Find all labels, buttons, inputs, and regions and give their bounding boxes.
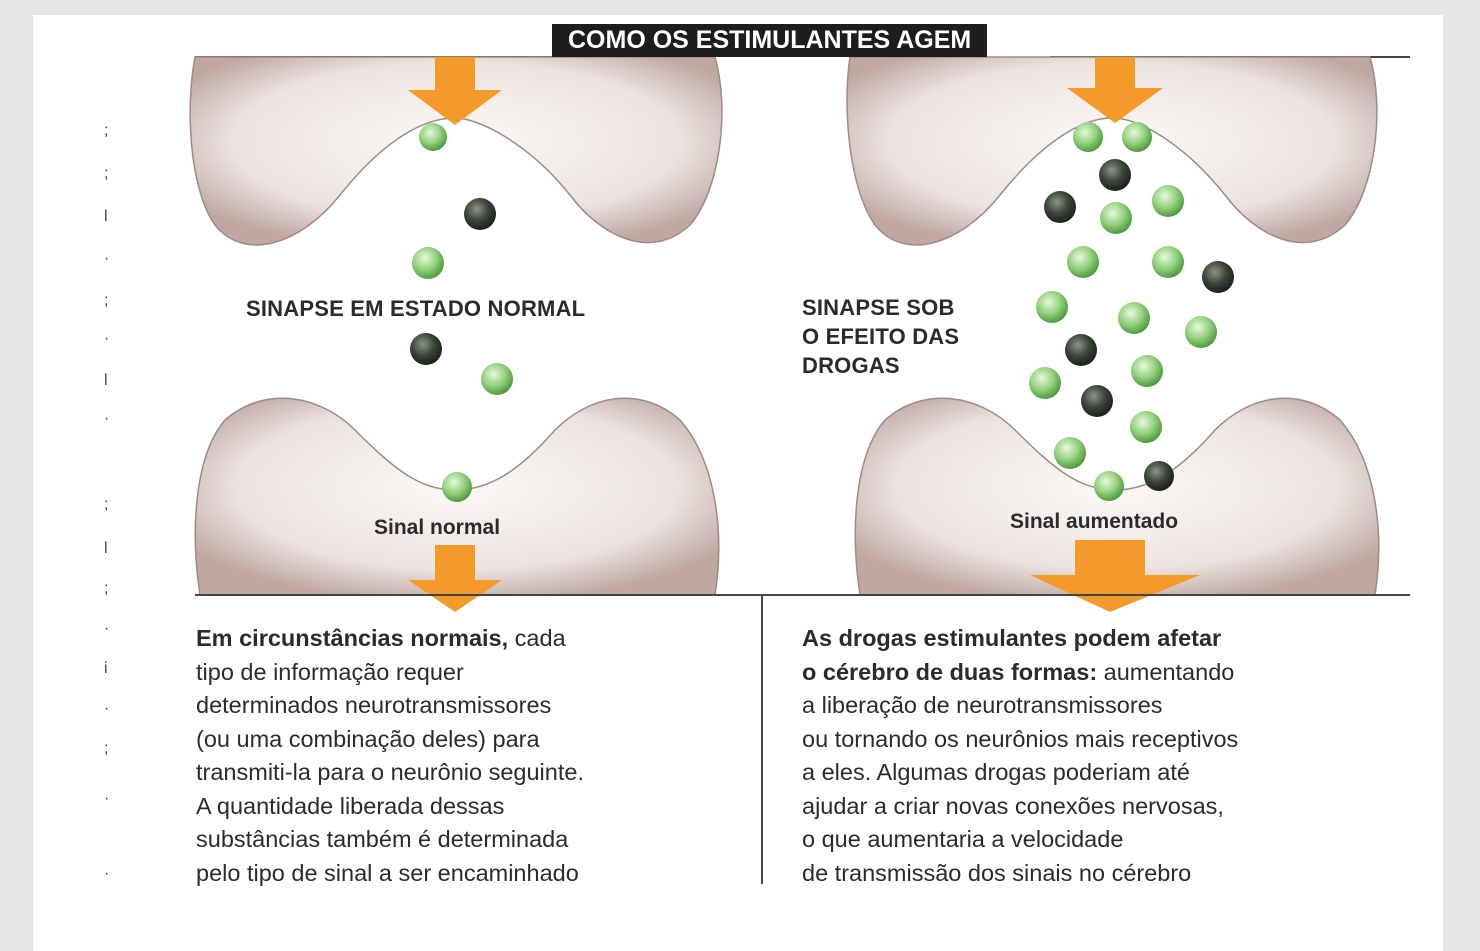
molecule-dark <box>464 198 496 230</box>
right-heading-line: DROGAS <box>802 353 900 378</box>
molecule-dark <box>1081 385 1113 417</box>
molecule-light <box>1118 302 1150 334</box>
molecule-light <box>1131 355 1163 387</box>
left-body-line-text: cada <box>508 625 566 651</box>
molecule-dark <box>1144 461 1174 491</box>
molecule-dark <box>1099 159 1131 191</box>
left-body-line: transmiti-la para o neurônio seguinte. <box>196 759 584 785</box>
infographic-page <box>33 15 1443 951</box>
right-body-line: ajudar a criar novas conexões nervosas, <box>802 792 1224 819</box>
right-heading-line: O EFEITO DAS <box>802 324 960 349</box>
left-input-arrow <box>408 57 502 125</box>
left-body-text: Em circunstâncias normais, cada tipo de … <box>196 622 584 890</box>
molecule-light <box>1054 437 1086 469</box>
left-body-line: determinados neurotransmissores <box>196 692 552 718</box>
right-body-line: o que aumentaria a velocidade <box>802 826 1124 852</box>
margin-mark: ; <box>104 122 109 139</box>
left-body-line: tipo de informação requer <box>196 658 464 685</box>
molecule-dark <box>1202 261 1234 293</box>
margin-mark: ; <box>104 580 109 597</box>
molecule-dark <box>1044 191 1076 223</box>
molecule-dark <box>410 333 442 365</box>
molecule-light <box>1130 411 1162 443</box>
right-body-bold: As drogas estimulantes podem afetar <box>802 625 1222 651</box>
right-body-line: a eles. Algumas drogas poderiam até <box>802 759 1190 785</box>
right-body-bold: o cérebro de duas formas: <box>802 658 1098 685</box>
margin-mark: · <box>104 330 110 347</box>
left-body-line: pelo tipo de sinal a ser encaminhado <box>196 859 579 886</box>
right-signal-label: Sinal aumentado <box>1010 510 1179 533</box>
left-body-line: (ou uma combinação deles) para <box>196 725 540 752</box>
molecule-light <box>419 123 447 151</box>
margin-mark: ; <box>104 292 109 309</box>
molecule-light <box>1036 291 1068 323</box>
margin-mark: · <box>104 790 110 807</box>
margin-mark: l <box>104 540 108 557</box>
margin-mark: l <box>104 372 108 389</box>
synapse-diagram <box>189 56 1410 884</box>
margin-mark: i <box>104 660 108 677</box>
molecule-light <box>1152 185 1184 217</box>
right-body-text: As drogas estimulantes podem afetar o cé… <box>802 622 1238 890</box>
molecule-light <box>442 472 472 502</box>
left-body-line: substâncias também é determinada <box>196 826 569 852</box>
margin-marks: ; ; l · ; · l · ; l ; · i · ; · · <box>104 0 114 951</box>
molecule-light <box>1152 246 1184 278</box>
right-heading-line: SINAPSE SOB <box>802 295 955 320</box>
molecule-light <box>481 363 513 395</box>
margin-mark: · <box>104 865 110 882</box>
right-neurotransmitters <box>1029 122 1234 501</box>
molecule-light <box>1029 367 1061 399</box>
molecule-dark <box>1065 334 1097 366</box>
margin-mark: · <box>104 700 110 717</box>
margin-mark: ; <box>104 740 109 757</box>
molecule-light <box>1094 471 1124 501</box>
left-heading: SINAPSE EM ESTADO NORMAL <box>246 296 586 321</box>
right-body-line-text: aumentando <box>1097 658 1235 685</box>
margin-mark: · <box>104 620 110 637</box>
molecule-light <box>1185 316 1217 348</box>
right-body-line: ou tornando os neurônios mais receptivos <box>802 725 1239 752</box>
molecule-light <box>1073 122 1103 152</box>
right-body-line: o cérebro de duas formas: aumentando <box>802 656 1238 690</box>
left-body-line: Em circunstâncias normais, cada <box>196 622 584 656</box>
left-signal-label: Sinal normal <box>374 516 501 539</box>
right-body-line: As drogas estimulantes podem afetar <box>802 622 1238 656</box>
margin-mark: ; <box>104 165 109 182</box>
left-body-bold: Em circunstâncias normais, <box>196 625 509 651</box>
margin-mark: · <box>104 410 110 427</box>
right-body-line: de transmissão dos sinais no cérebro <box>802 859 1192 886</box>
left-body-line: A quantidade liberada dessas <box>196 792 505 819</box>
margin-mark: l <box>104 208 108 225</box>
margin-mark: ; <box>104 496 109 513</box>
molecule-light <box>1122 122 1152 152</box>
molecule-light <box>1100 202 1132 234</box>
page-title: COMO OS ESTIMULANTES AGEM <box>552 24 988 57</box>
margin-mark: · <box>104 250 110 267</box>
left-neurotransmitters <box>410 123 513 502</box>
right-heading: SINAPSE SOB O EFEITO DAS DROGAS <box>802 293 959 380</box>
right-body-line: a liberação de neurotransmissores <box>802 692 1163 718</box>
molecule-light <box>1067 246 1099 278</box>
molecule-light <box>412 247 444 279</box>
right-input-arrow <box>1067 57 1163 123</box>
